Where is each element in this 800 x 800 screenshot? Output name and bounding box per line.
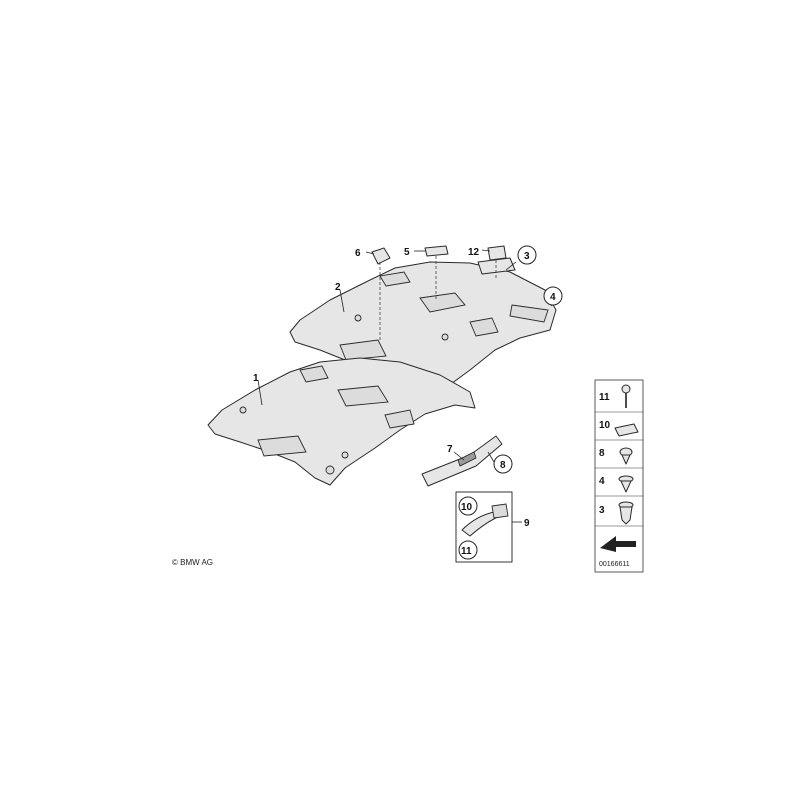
legend-label-10: 10 <box>599 420 611 431</box>
part-7-slot <box>457 451 477 467</box>
inset-callout-10-circle <box>458 496 478 516</box>
clip-icon <box>619 447 633 465</box>
arrow-icon <box>597 530 641 552</box>
callout-1: 1 <box>253 373 259 384</box>
push-clip-icon <box>618 501 634 525</box>
callout-7: 7 <box>447 444 453 455</box>
legend-column: 11 10 8 4 3 <box>594 379 644 573</box>
pad-icon <box>614 423 639 437</box>
callout-9: 9 <box>524 518 530 529</box>
callout-8: 8 <box>500 460 506 471</box>
headliner-lower <box>207 357 476 486</box>
legend-label-11: 11 <box>599 392 610 403</box>
callout-3-circle <box>517 245 537 265</box>
part-12-bracket <box>487 245 507 261</box>
inset-box: 10 11 <box>455 491 513 563</box>
callout-4: 4 <box>550 292 556 303</box>
expanding-rivet-icon <box>618 475 634 493</box>
callout-8-circle <box>493 454 513 474</box>
part-6-clip <box>371 247 391 265</box>
callout-4-circle <box>543 286 563 306</box>
screw-icon <box>621 384 631 408</box>
callout-12: 12 <box>468 247 480 258</box>
legend-label-4: 4 <box>599 476 605 487</box>
headliner-upper <box>289 261 557 401</box>
legend-label-3: 3 <box>599 505 605 516</box>
inset-callout-11: 11 <box>461 546 472 557</box>
copyright: © BMW AG <box>172 558 213 567</box>
callout-3: 3 <box>524 251 530 262</box>
part-12-strip <box>477 257 516 275</box>
callout-2: 2 <box>335 282 341 293</box>
inset-callout-11-circle <box>458 540 478 560</box>
diagram-id: 00166611 <box>599 561 630 568</box>
part-5-bracket <box>424 245 449 257</box>
callout-5: 5 <box>404 247 410 258</box>
inset-callout-10: 10 <box>461 502 473 513</box>
legend-label-8: 8 <box>599 448 605 459</box>
callout-6: 6 <box>355 248 361 259</box>
